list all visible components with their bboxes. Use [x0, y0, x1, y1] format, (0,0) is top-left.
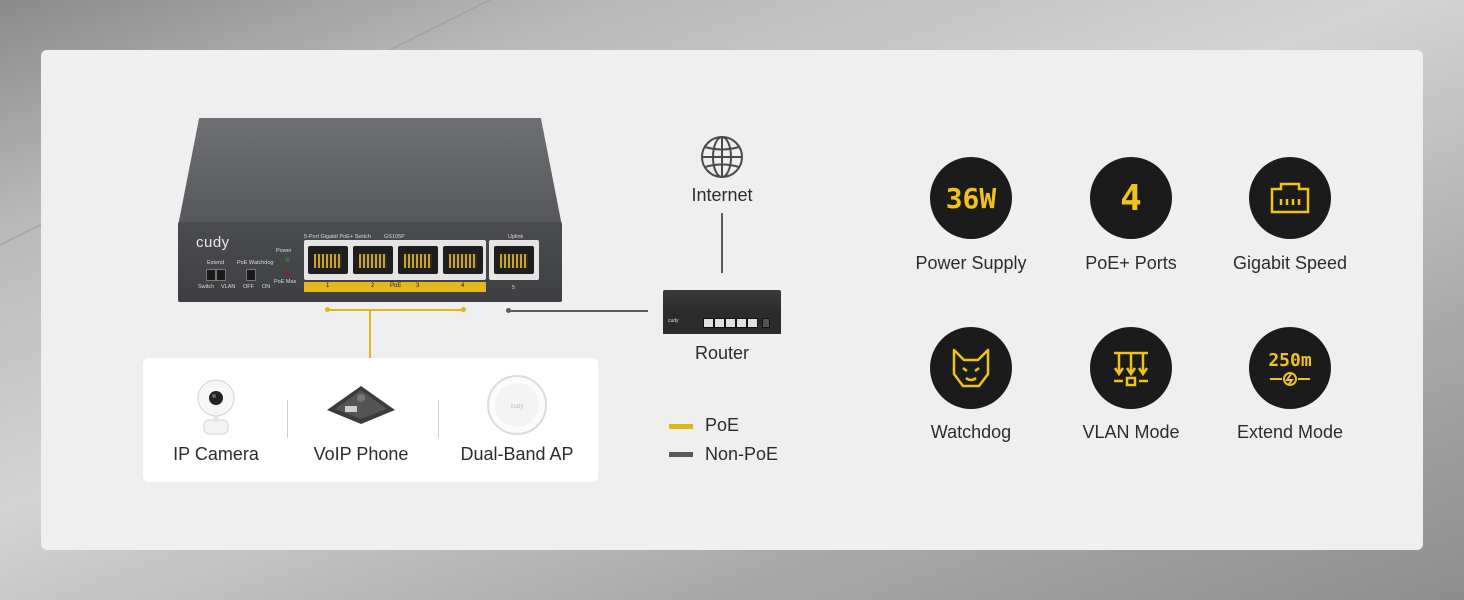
globe-icon: [701, 136, 743, 178]
poe-ports-4-icon: 4: [1090, 157, 1172, 239]
poe-port-4[interactable]: [443, 246, 483, 274]
switch-mode-label: Switch: [198, 284, 215, 290]
vlan-glyph: [1113, 351, 1149, 387]
port-number-5: 5: [512, 285, 516, 291]
internet-label: Internet: [691, 185, 753, 205]
gigabit-speed-label: Gigabit Speed: [1232, 253, 1348, 273]
power-36w-icon: 36W: [930, 157, 1012, 239]
poe-line-dot-left: [325, 307, 330, 312]
switch-top-cover: [178, 118, 562, 226]
power-supply-label: Power Supply: [915, 253, 1027, 273]
vlan-mode-label: VLAN: [221, 284, 236, 290]
ip-camera-label: IP Camera: [173, 444, 259, 464]
router-device: cudy: [663, 290, 781, 334]
vlan-mode-label: VLAN Mode: [1082, 422, 1180, 442]
legend-non-poe-swatch: [669, 452, 693, 457]
port-number-3: 3: [416, 283, 420, 289]
watchdog-icon: [930, 327, 1012, 409]
watchdog-dip-switch[interactable]: [246, 269, 256, 281]
ethernet-port-glyph: [1270, 182, 1310, 214]
poe-drop-line: [369, 310, 371, 358]
device-divider-2: [438, 400, 439, 438]
dual-band-ap-label: Dual-Band AP: [460, 444, 574, 464]
poe-port-strip: 1 2 PoE 3 4: [304, 282, 486, 292]
port-number-1: 1: [326, 283, 330, 289]
extend-mode-label: Extend Mode: [1236, 422, 1344, 442]
poe-port-3[interactable]: [398, 246, 438, 274]
access-point-icon: cudy: [487, 375, 547, 435]
poe-ports-panel: [304, 240, 486, 280]
router-port-4: [736, 318, 747, 328]
ip-camera-icon: [197, 379, 235, 435]
uplink-line-dot: [506, 308, 511, 313]
uplink-label: Uplink: [508, 234, 524, 240]
router-front-panel: cudy: [663, 312, 781, 334]
router-port-1: [703, 318, 714, 328]
poe-watchdog-label: PoE Watchdog: [237, 260, 274, 266]
internet-line: [721, 213, 723, 273]
extend-bolt-glyph: [1270, 371, 1310, 386]
router-label: Router: [694, 343, 750, 363]
extend-dip-switch[interactable]: [206, 269, 216, 281]
svg-text:cudy: cudy: [511, 404, 524, 410]
model-label: GS105P: [384, 234, 405, 240]
uplink-port-5[interactable]: [494, 246, 534, 274]
port-number-2: 2: [371, 283, 375, 289]
ethernet-port-icon: [1249, 157, 1331, 239]
poe-port-1[interactable]: [308, 246, 348, 274]
power-36w-text: 36W: [945, 181, 997, 215]
legend-poe-swatch: [669, 424, 693, 429]
legend-non-poe-label: Non-PoE: [705, 444, 779, 464]
power-led: [285, 257, 290, 262]
vlan-dip-switch[interactable]: [216, 269, 226, 281]
voip-phone-icon: [327, 386, 395, 424]
uplink-line: [508, 310, 648, 312]
model-line-label: 5-Port Gigabit PoE+ Switch: [304, 234, 371, 240]
poe-max-label: PoE Max: [274, 279, 297, 285]
port-number-4: 4: [461, 283, 465, 289]
watchdog-label: Watchdog: [930, 422, 1012, 442]
poe-port-2[interactable]: [353, 246, 393, 274]
router-sfp-port: [762, 318, 770, 328]
switch-front-panel: cudy Power Extend PoE Watchdog PoE Max S…: [178, 222, 562, 302]
uplink-port-panel: [489, 240, 539, 280]
poe-max-led: [285, 271, 290, 276]
extend-label: Extend: [207, 260, 225, 266]
device-divider-1: [287, 400, 288, 438]
poe-bus-line: [327, 309, 464, 311]
switch-brand-logo: cudy: [196, 234, 230, 251]
powered-devices-box: IP Camera VoIP Phone cudy Dual-Band AP: [143, 358, 598, 482]
router-port-3: [725, 318, 736, 328]
poe-ports-4-text: 4: [1120, 177, 1142, 219]
poe-ports-label: PoE+ Ports: [1085, 253, 1177, 273]
on-label: ON: [262, 284, 271, 290]
voip-phone-label: VoIP Phone: [313, 444, 409, 464]
extend-250m-text: 250m: [1268, 349, 1312, 371]
power-label: Power: [276, 248, 292, 254]
extend-250m-icon: 250m: [1249, 327, 1331, 409]
poe-strip-label: PoE: [390, 283, 402, 289]
poe-line-dot-right: [461, 307, 466, 312]
router-brand: cudy: [668, 318, 679, 324]
vlan-icon: [1090, 327, 1172, 409]
off-label: OFF: [243, 284, 254, 290]
router-port-5: [747, 318, 758, 328]
legend-poe-label: PoE: [705, 415, 740, 435]
router-port-2: [714, 318, 725, 328]
watchdog-glyph: [952, 348, 990, 388]
